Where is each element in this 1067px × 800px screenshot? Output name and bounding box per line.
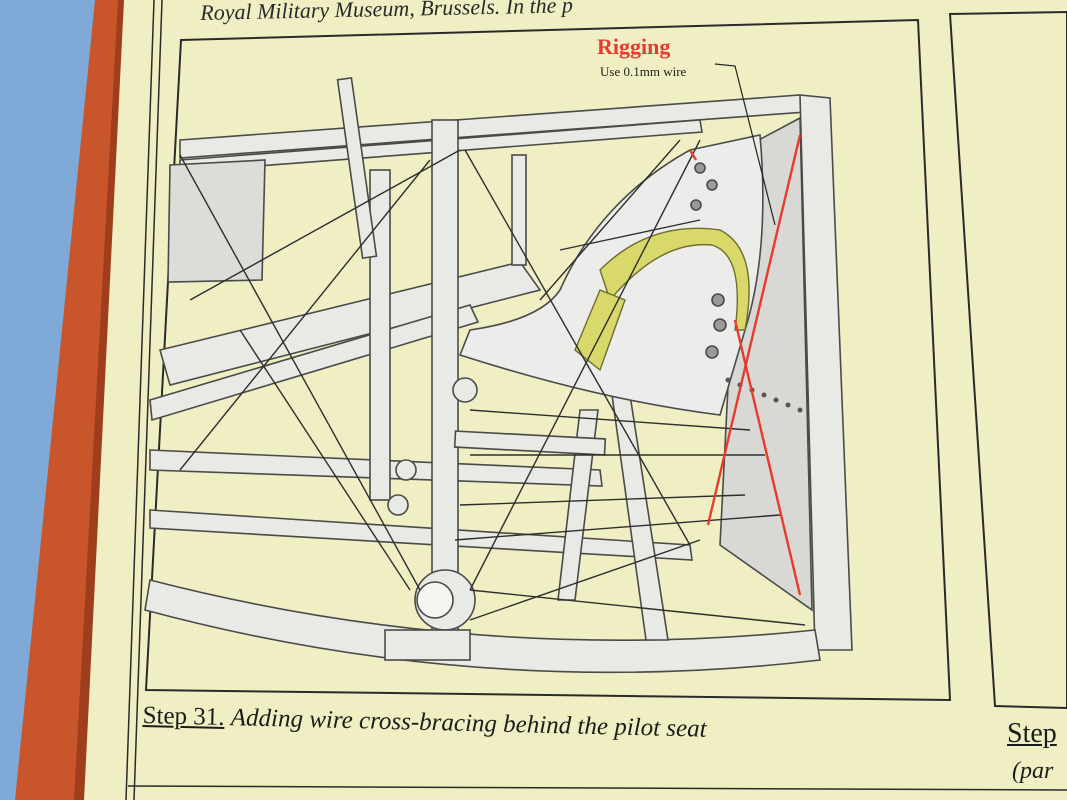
fuselage-drawing	[144, 76, 853, 674]
bracing-wires	[179, 139, 806, 626]
seat-hole	[706, 179, 718, 191]
rigging-leader-line	[714, 63, 776, 226]
diagram-panel-border	[144, 18, 952, 702]
rigging-wire-3	[688, 149, 698, 161]
seat-hole	[713, 318, 727, 332]
rigging-wire-1	[706, 134, 802, 526]
vertical-post	[431, 119, 459, 641]
throttle-lever	[511, 154, 527, 266]
control-stick	[336, 76, 378, 260]
rear-post	[369, 169, 391, 501]
seat-hole	[694, 162, 706, 174]
control-arm-lower	[149, 304, 480, 422]
seat-hole	[705, 345, 719, 359]
harness-strap	[599, 227, 750, 331]
post-base	[384, 629, 471, 661]
bottom-panel-edge	[127, 785, 1067, 791]
pulley	[452, 377, 478, 403]
rear-bulkhead	[799, 94, 853, 651]
rudder-bar	[453, 430, 607, 456]
next-step-label: Step	[1007, 718, 1057, 749]
rigging-title: Rigging	[597, 34, 671, 59]
lower-longeron-2	[149, 509, 693, 561]
rigging-wires	[688, 134, 802, 596]
post-joint-inner	[416, 581, 454, 619]
book-spine	[15, 0, 122, 800]
next-step-sublabel: (par	[1012, 758, 1054, 784]
rigging-note: Use 0.1mm wire	[600, 64, 687, 79]
seat-hole	[711, 293, 725, 307]
pulley	[395, 459, 417, 481]
bottom-frame	[144, 579, 821, 674]
seat-hole	[690, 199, 702, 211]
seat-leg-2	[557, 409, 599, 601]
step-label: Step 31.	[142, 702, 225, 731]
page-frame-line	[125, 0, 155, 800]
page-frame-line	[133, 0, 163, 800]
rigging-wire-2	[733, 319, 802, 596]
pulley	[387, 494, 409, 516]
next-panel-border	[948, 10, 1067, 710]
